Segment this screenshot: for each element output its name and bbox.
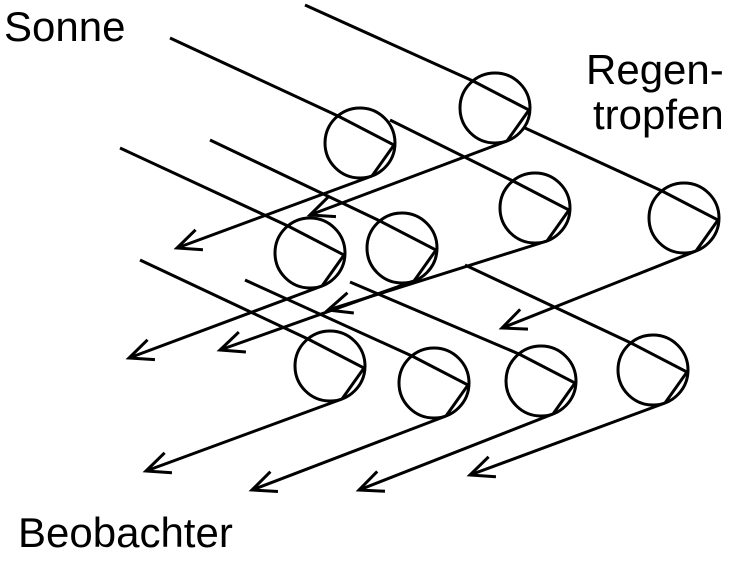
incoming-sun-ray-7 <box>139 258 309 341</box>
raindrop-8 <box>397 346 471 420</box>
raindrops-label-line2: tropfen <box>593 91 724 138</box>
raindrop-3 <box>647 181 721 255</box>
internal-reflection-path-8 <box>411 354 471 417</box>
observer-label: Beobachter <box>18 509 233 556</box>
exit-ray-3 <box>501 249 697 330</box>
exit-ray-8 <box>251 414 447 492</box>
incoming-sun-ray-10 <box>464 263 632 345</box>
exit-ray-1 <box>309 139 508 217</box>
raindrop-7 <box>293 329 367 403</box>
internal-reflection-path-3 <box>661 189 721 252</box>
arrowhead-9 <box>355 470 386 493</box>
incoming-sun-ray-5 <box>119 146 289 228</box>
raindrop-9 <box>504 344 578 418</box>
incoming-sun-ray-3 <box>524 126 663 193</box>
raindrop-10 <box>616 333 690 407</box>
raindrop-1 <box>458 71 532 145</box>
arrowhead-6 <box>216 330 247 354</box>
exit-ray-6 <box>219 279 415 352</box>
arrowhead-7 <box>142 451 173 475</box>
internal-reflection-path-1 <box>472 79 532 142</box>
exit-ray-9 <box>358 412 554 492</box>
exit-ray-7 <box>145 397 343 473</box>
arrowhead-3 <box>498 308 529 331</box>
internal-reflection-path-2 <box>337 114 397 177</box>
incoming-sun-ray-4 <box>389 118 514 183</box>
internal-reflection-path-5 <box>287 224 347 287</box>
internal-reflection-path-6 <box>379 219 439 282</box>
internal-reflection-path-10 <box>630 341 690 404</box>
arrowhead-5 <box>125 338 156 362</box>
raindrop-4 <box>498 171 572 245</box>
internal-reflection-path-4 <box>512 179 572 242</box>
incoming-sun-ray-2 <box>169 36 339 118</box>
incoming-sun-ray-9 <box>349 280 520 356</box>
raindrops-label: Regen- tropfen <box>586 49 724 136</box>
arrowhead-1 <box>306 195 337 219</box>
incoming-sun-ray-1 <box>304 3 474 83</box>
raindrop-6 <box>365 211 439 285</box>
exit-ray-10 <box>469 401 666 477</box>
raindrops-label-line1: Regen- <box>586 46 724 93</box>
incoming-sun-ray-8 <box>244 278 413 358</box>
raindrop-2 <box>323 106 397 180</box>
exit-ray-5 <box>128 284 323 360</box>
exit-ray-2 <box>176 174 373 250</box>
incoming-sun-ray-6 <box>209 138 381 223</box>
internal-reflection-path-9 <box>518 352 578 415</box>
raindrop-5 <box>273 216 347 290</box>
arrowhead-10 <box>466 455 497 479</box>
internal-reflection-path-7 <box>307 337 367 400</box>
arrowhead-2 <box>173 228 204 252</box>
arrowhead-8 <box>248 470 279 493</box>
sun-label: Sonne <box>4 3 126 50</box>
